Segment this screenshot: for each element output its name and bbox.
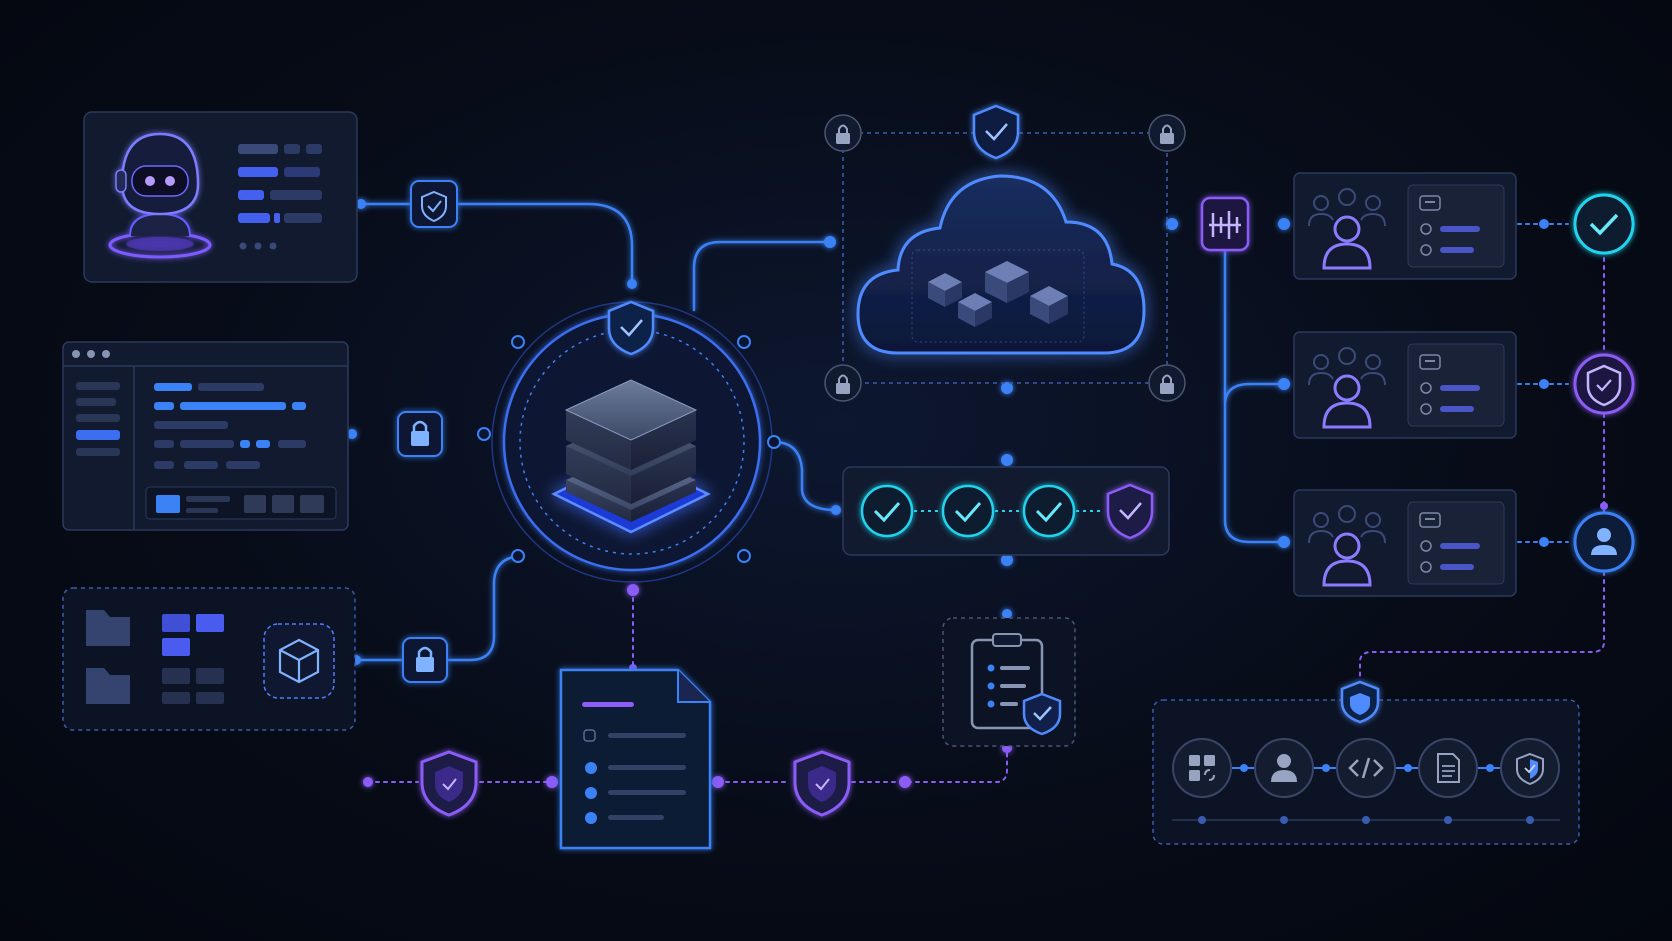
user-details-panel (1407, 501, 1505, 585)
lock-badge-icon (402, 637, 448, 683)
shield-badge-icon (410, 180, 458, 228)
shield-check-icon (1106, 483, 1154, 540)
policy-shield-icon (420, 750, 478, 817)
workflow-shield-icon (1340, 680, 1380, 724)
user-group-card[interactable] (1293, 489, 1517, 597)
file-grid (162, 614, 224, 704)
server-cubes (928, 261, 1068, 327)
connector-hub-pipeline (772, 440, 838, 512)
users-icon (1308, 188, 1386, 270)
users-icon (1308, 505, 1386, 587)
shield-icon (1500, 738, 1560, 798)
app-window-card[interactable] (62, 341, 349, 531)
clipboard-check-icon (970, 633, 1062, 736)
apps-icon (1172, 738, 1232, 798)
user-icon (1254, 738, 1314, 798)
shield-check-icon[interactable] (1573, 353, 1635, 415)
checkmark-icon (860, 484, 914, 538)
cloud-shield-icon (972, 104, 1020, 160)
lock-icon (1148, 114, 1186, 152)
document-icon (1418, 738, 1478, 798)
code-icon (1336, 738, 1396, 798)
user-group-cards (1293, 172, 1517, 597)
connector-policy-chain (367, 747, 1008, 783)
cloud-infrastructure[interactable] (824, 104, 1186, 402)
user-circle-icon[interactable] (1573, 511, 1635, 573)
connector-router-users (1223, 246, 1286, 544)
checkmark-icon (1022, 484, 1076, 538)
lock-icon (824, 364, 862, 402)
verification-pipeline[interactable] (842, 466, 1170, 556)
lock-icon (1148, 364, 1186, 402)
workflow-strip[interactable] (1152, 680, 1580, 845)
folder-icon (86, 610, 130, 704)
agent-info-lines (238, 144, 322, 250)
policy-document[interactable] (559, 668, 712, 850)
hub-shield-icon (607, 300, 655, 356)
package-cube-icon (263, 623, 335, 699)
connector-ai-hub (339, 202, 634, 286)
user-details-panel (1407, 184, 1505, 268)
audit-checklist[interactable] (942, 617, 1076, 747)
window-sidebar (76, 382, 120, 456)
robot-head-icon (108, 132, 212, 259)
connector-files-hub (354, 554, 522, 662)
users-icon (1308, 347, 1386, 429)
router-icon (1209, 211, 1241, 239)
connector-hub-cloud (692, 240, 832, 312)
check-circle-icon[interactable] (1573, 193, 1635, 255)
lock-icon (824, 114, 862, 152)
cloud-icon (856, 174, 1146, 355)
connector-status-vertical (1359, 249, 1605, 681)
central-database-hub[interactable] (477, 292, 782, 592)
user-group-card[interactable] (1293, 331, 1517, 439)
checkmark-icon (941, 484, 995, 538)
window-content (145, 383, 337, 520)
lock-badge-icon (397, 411, 443, 457)
policy-shield-icon (793, 750, 851, 817)
database-stack-icon (551, 379, 711, 534)
document-icon (582, 702, 686, 824)
router-hub[interactable] (1200, 196, 1250, 252)
user-group-card[interactable] (1293, 172, 1517, 280)
user-details-panel (1407, 343, 1505, 427)
file-storage-group[interactable] (62, 587, 356, 731)
ai-agent-card[interactable] (83, 111, 358, 283)
